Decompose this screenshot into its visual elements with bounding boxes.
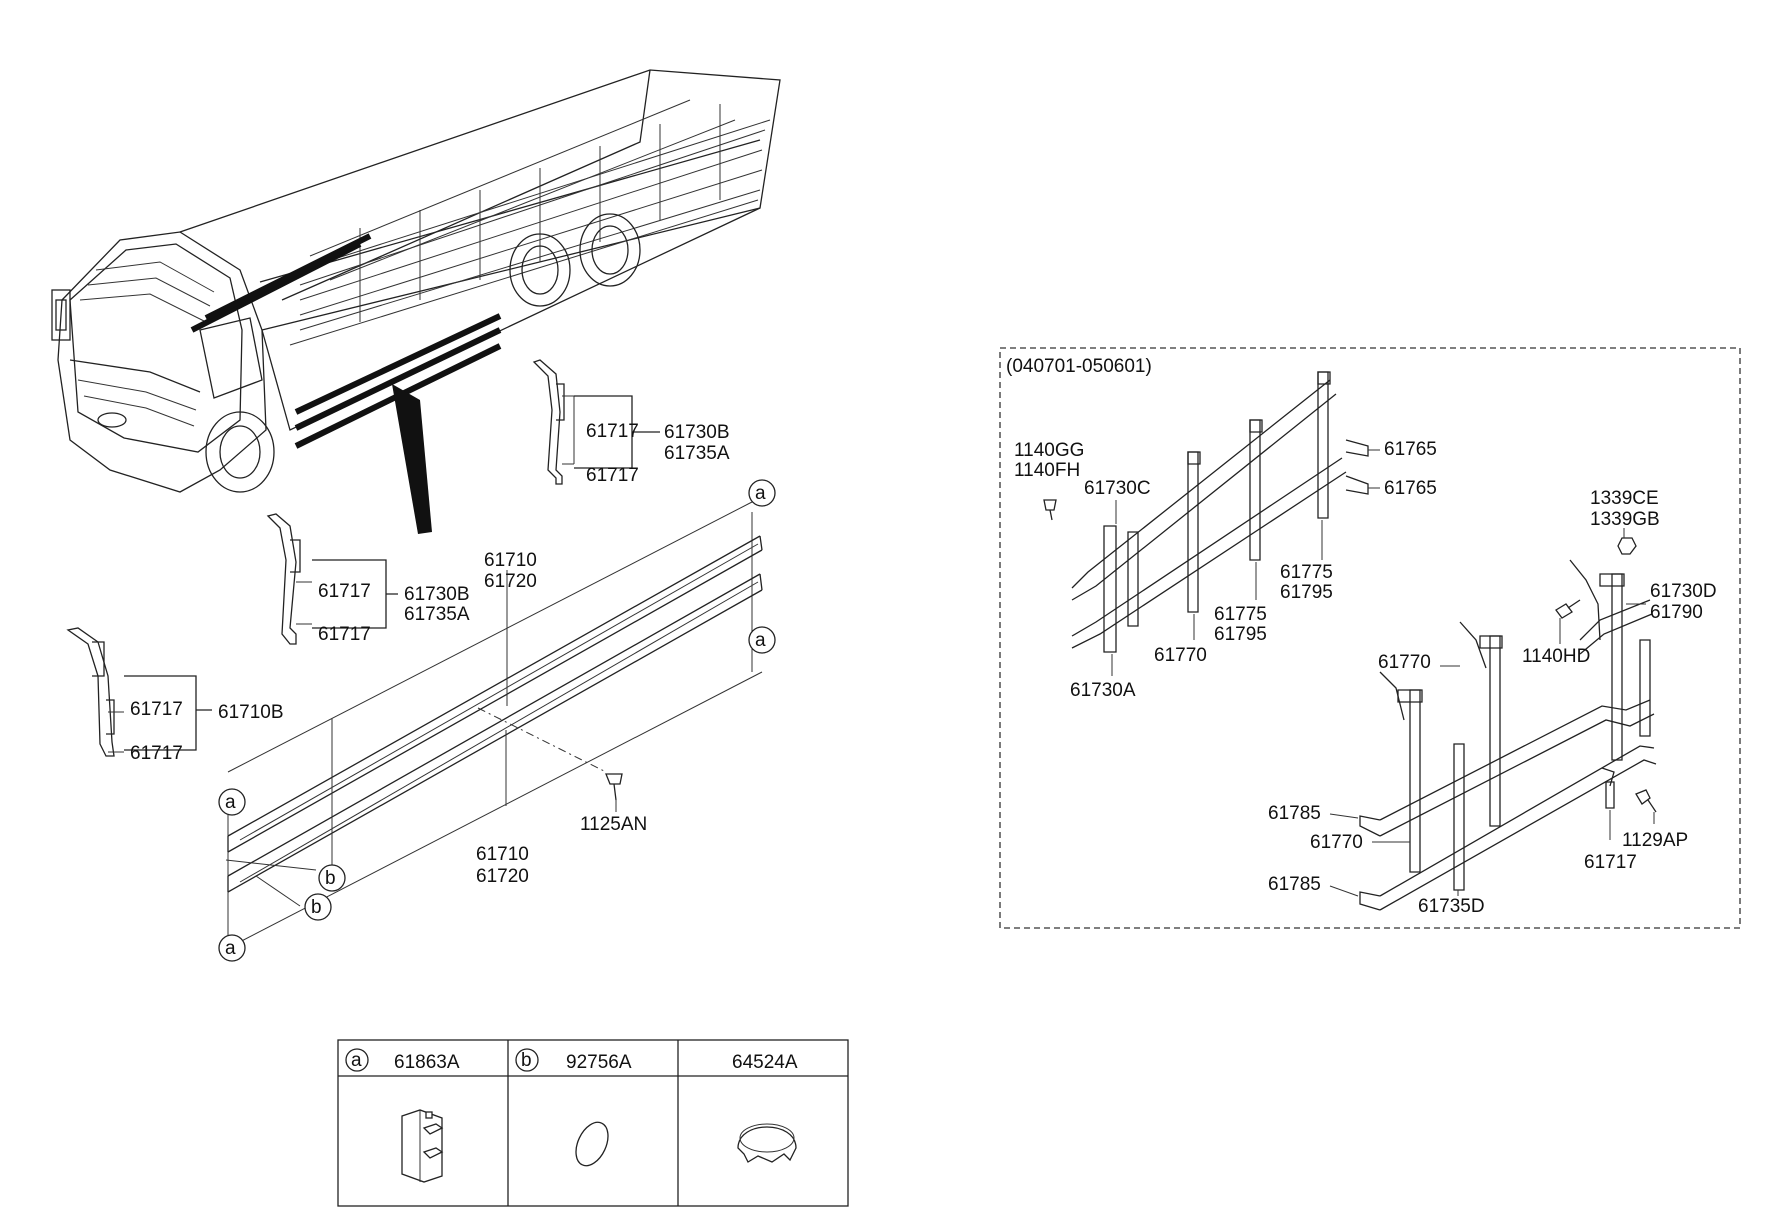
bracket-top: 61717 61717 61730B 61735A xyxy=(532,359,730,486)
tube-upper-lower-label: 61785 xyxy=(1268,803,1321,824)
bracket-left-lower-label: 61717 xyxy=(130,743,183,764)
stay-lower-label-2: 61795 xyxy=(1214,624,1267,645)
bracket-mid-ref-2: 61735A xyxy=(404,604,470,625)
callout-a-1 xyxy=(748,479,776,507)
tube-bottom-label: 61785 xyxy=(1268,874,1321,895)
nut-label-2: 1339GB xyxy=(1590,509,1660,530)
rail-upper-label-1: 61710 xyxy=(484,550,537,571)
svg-text:b: b xyxy=(311,897,322,918)
bracket-top-ref-2: 61735A xyxy=(664,443,730,464)
clip-61863a-icon xyxy=(401,1109,444,1183)
clip-label: 61717 xyxy=(1584,852,1637,873)
svg-text:a: a xyxy=(225,792,236,813)
cap-64524a-icon xyxy=(737,1123,797,1163)
stay-mid-label: 61770 xyxy=(1378,652,1431,673)
bracket-top-lower-label: 61717 xyxy=(586,465,639,486)
stay-low-label: 61770 xyxy=(1310,832,1363,853)
bracket-left: 61717 61717 61710B xyxy=(66,627,284,764)
bracket-mid-ref-1: 61730B xyxy=(404,584,470,605)
grommet-92756a-icon xyxy=(575,1121,609,1167)
side-rails: 61710 61720 61710 61720 xyxy=(225,501,763,949)
bracket-a-label: 61730A xyxy=(1070,680,1136,701)
bracket-left-upper-label: 61717 xyxy=(130,699,183,720)
bolt-hd-label: 1140HD xyxy=(1522,646,1590,667)
bracket-mid: 61717 61717 61730B 61735A xyxy=(266,513,470,645)
bracket-c-label: 61730C xyxy=(1084,478,1151,499)
stay-upper-label-2: 61795 xyxy=(1280,582,1333,603)
bolt-1140-label-1: 1140GG xyxy=(1014,440,1084,461)
bolt-1125an-label: 1125AN xyxy=(580,814,647,835)
legend-part-b: 92756A xyxy=(566,1052,632,1073)
legend-part-c: 64524A xyxy=(732,1052,798,1073)
svg-text:a: a xyxy=(755,483,766,504)
callout-a-4 xyxy=(218,934,246,962)
tube-top-label: 61765 xyxy=(1384,439,1437,460)
svg-text:a: a xyxy=(351,1050,362,1071)
truck-illustration xyxy=(51,69,781,534)
bracket-d-label-2: 61790 xyxy=(1650,602,1703,623)
bolt-ap-label: 1129AP xyxy=(1622,830,1688,851)
callout-a-2 xyxy=(748,626,776,654)
stay-upper-label-1: 61775 xyxy=(1280,562,1333,583)
bracket-735d-label: 61735D xyxy=(1418,896,1485,917)
rail-upper-label-2: 61720 xyxy=(484,571,537,592)
rail-lower-label-2: 61720 xyxy=(476,866,529,887)
svg-text:b: b xyxy=(325,868,336,889)
bracket-top-ref-1: 61730B xyxy=(664,422,730,443)
bracket-d-label-1: 61730D xyxy=(1650,581,1717,602)
legend-part-a: 61863A xyxy=(394,1052,460,1073)
bracket-mid-upper-label: 61717 xyxy=(318,581,371,602)
bracket-mid-lower-label: 61717 xyxy=(318,624,371,645)
svg-text:b: b xyxy=(521,1050,532,1071)
rail-lower-label-1: 61710 xyxy=(476,844,529,865)
nut-label-1: 1339CE xyxy=(1590,488,1659,509)
legend-badge-b xyxy=(515,1048,539,1072)
bolt-1140-label-2: 1140FH xyxy=(1014,460,1080,481)
legend-badge-a xyxy=(345,1048,369,1072)
svg-text:a: a xyxy=(755,630,766,651)
svg-text:a: a xyxy=(225,938,236,959)
tube-second-label: 61765 xyxy=(1384,478,1437,499)
bracket-top-upper-label: 61717 xyxy=(586,421,639,442)
variant-box: (040701-050601) 1140GG 1140FH 61730C 617… xyxy=(999,347,1741,929)
bolt-1125an: 1125AN xyxy=(580,773,647,835)
legend-table: a 61863A b 92756A 64524A xyxy=(337,1039,849,1207)
callout-b-2 xyxy=(304,893,332,921)
stay-left-label: 61770 xyxy=(1154,645,1207,666)
callout-b-1 xyxy=(318,864,346,892)
callout-a-3 xyxy=(218,788,246,816)
callout-circles: a a a a b b xyxy=(218,479,776,962)
bracket-left-ref: 61710B xyxy=(218,702,284,723)
stay-lower-label-1: 61775 xyxy=(1214,604,1267,625)
date-range-label: (040701-050601) xyxy=(1006,356,1152,377)
